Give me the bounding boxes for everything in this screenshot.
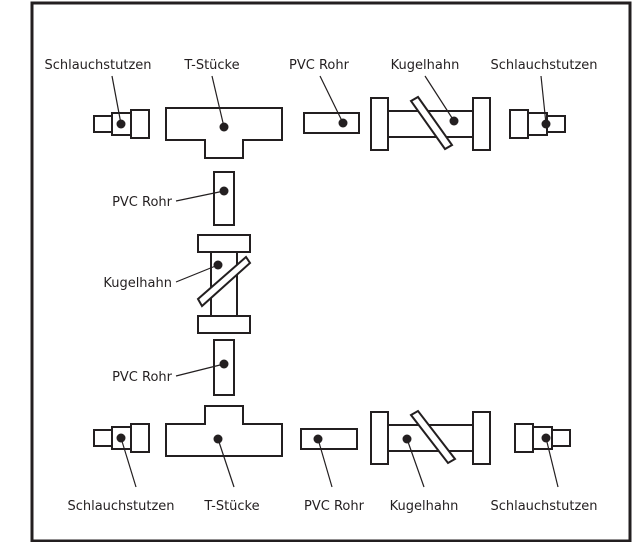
tee-fitting-bottom (165, 405, 283, 457)
label-bottom-hose-right: Schlauchstutzen (490, 499, 597, 514)
label-top-pipe: PVC Rohr (289, 58, 350, 73)
ball-valve-middle (196, 234, 252, 334)
label-top-hose-right: Schlauchstutzen (490, 58, 597, 73)
label-bottom-hose-left: Schlauchstutzen (67, 499, 174, 514)
hose-fitting-top-left (93, 109, 150, 139)
label-top-valve: Kugelhahn (391, 58, 460, 73)
label-mid-pipe-upper: PVC Rohr (112, 195, 173, 210)
hose-fitting-top-right (509, 109, 566, 139)
diagram-frame (30, 1, 632, 542)
ball-valve-bottom (370, 409, 491, 465)
label-mid-valve: Kugelhahn (103, 276, 172, 291)
ball-valve-top (370, 95, 491, 151)
pvc-pipe-bottom (300, 428, 358, 450)
pvc-pipe-upper (213, 171, 235, 226)
pvc-pipe-top (303, 112, 360, 134)
label-bottom-pipe: PVC Rohr (304, 499, 365, 514)
pvc-pipe-lower (213, 339, 235, 396)
label-bottom-tee: T-Stücke (203, 499, 259, 514)
label-mid-pipe-lower: PVC Rohr (112, 370, 173, 385)
label-top-hose-left: Schlauchstutzen (44, 58, 151, 73)
label-bottom-valve: Kugelhahn (390, 499, 459, 514)
label-top-tee: T-Stücke (183, 58, 239, 73)
